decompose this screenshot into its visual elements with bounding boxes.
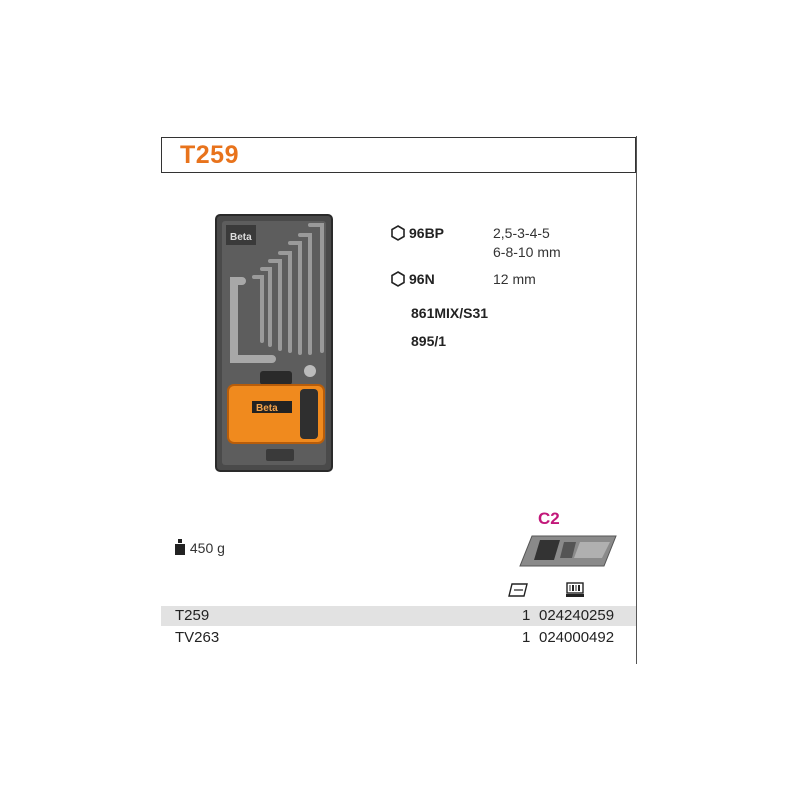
spec-code-895: 895/1 <box>411 333 447 349</box>
weight-icon <box>175 539 185 555</box>
product-title: T259 <box>180 141 239 169</box>
tray-icon <box>508 583 528 597</box>
row-qty: 1 <box>522 607 531 624</box>
row-ean: 024240259 <box>539 607 615 624</box>
weight-value: 450 g <box>189 540 225 556</box>
hexagon-icon <box>391 271 405 287</box>
spec-code-96bp: 96BP <box>409 225 445 241</box>
right-border-line <box>636 136 637 664</box>
spec-value-96bp-2: 6-8-10 mm <box>493 244 561 260</box>
table-row: T259 1 024240259 <box>161 606 636 626</box>
spec-value-96bp-1: 2,5-3-4-5 <box>493 225 550 241</box>
row-qty: 1 <box>522 629 531 646</box>
barcode-icon <box>566 582 584 597</box>
spec-code-96n: 96N <box>409 271 435 287</box>
hexagon-icon <box>391 225 405 241</box>
row-code: T259 <box>175 607 210 624</box>
spec-value-96n: 12 mm <box>493 271 536 287</box>
title-box: T259 <box>161 137 636 173</box>
row-ean: 024000492 <box>539 629 615 646</box>
tray-brand-logo: Beta <box>230 232 252 243</box>
spec-code-861mix: 861MIX/S31 <box>411 305 489 321</box>
weight-info: 450 g <box>174 539 225 556</box>
row-code: TV263 <box>175 629 220 646</box>
tray-type-icon <box>519 535 617 567</box>
product-image: Beta Beta <box>215 214 333 472</box>
table-row: TV263 1 024000492 <box>161 628 636 648</box>
tray-size-label: C2 <box>538 509 560 528</box>
holder-brand-logo: Beta <box>256 403 278 414</box>
